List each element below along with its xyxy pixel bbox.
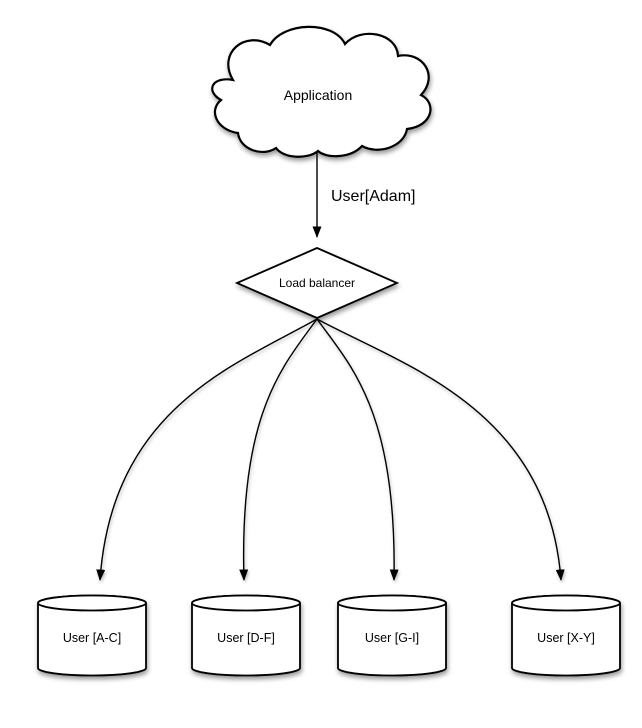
edge-to-shard-3: [316, 318, 399, 581]
cylinder-top: [191, 594, 301, 612]
shard-label: User [D-F]: [217, 631, 275, 645]
load-balancer-label: Load balancer: [279, 276, 355, 290]
cloud-shape-icon: [211, 25, 432, 158]
shard-label: User [X-Y]: [537, 631, 595, 645]
load-balancer-node: Load balancer: [234, 247, 400, 319]
diamond-shape-icon: [234, 247, 400, 319]
edge-to-shard-1: [96, 318, 318, 581]
shard-label: User [G-I]: [365, 631, 419, 645]
request-arrow: User[Adam]: [312, 152, 415, 238]
shard-node-x-y: User [X-Y]: [511, 594, 621, 677]
shard-node-d-f: User [D-F]: [191, 594, 301, 677]
shard-node-g-i: User [G-I]: [337, 594, 447, 677]
edge-to-shard-4: [316, 318, 565, 581]
shard-label: User [A-C]: [63, 631, 121, 645]
cylinder-top: [37, 594, 147, 612]
shard-node-a-c: User [A-C]: [37, 594, 147, 677]
cylinder-top: [511, 594, 621, 612]
cylinder-top: [337, 594, 447, 612]
request-label: User[Adam]: [331, 188, 415, 205]
edge-to-shard-2: [239, 318, 318, 581]
application-cloud-node: Application: [211, 25, 432, 158]
shard-edges: [96, 318, 565, 581]
application-label: Application: [284, 87, 353, 103]
